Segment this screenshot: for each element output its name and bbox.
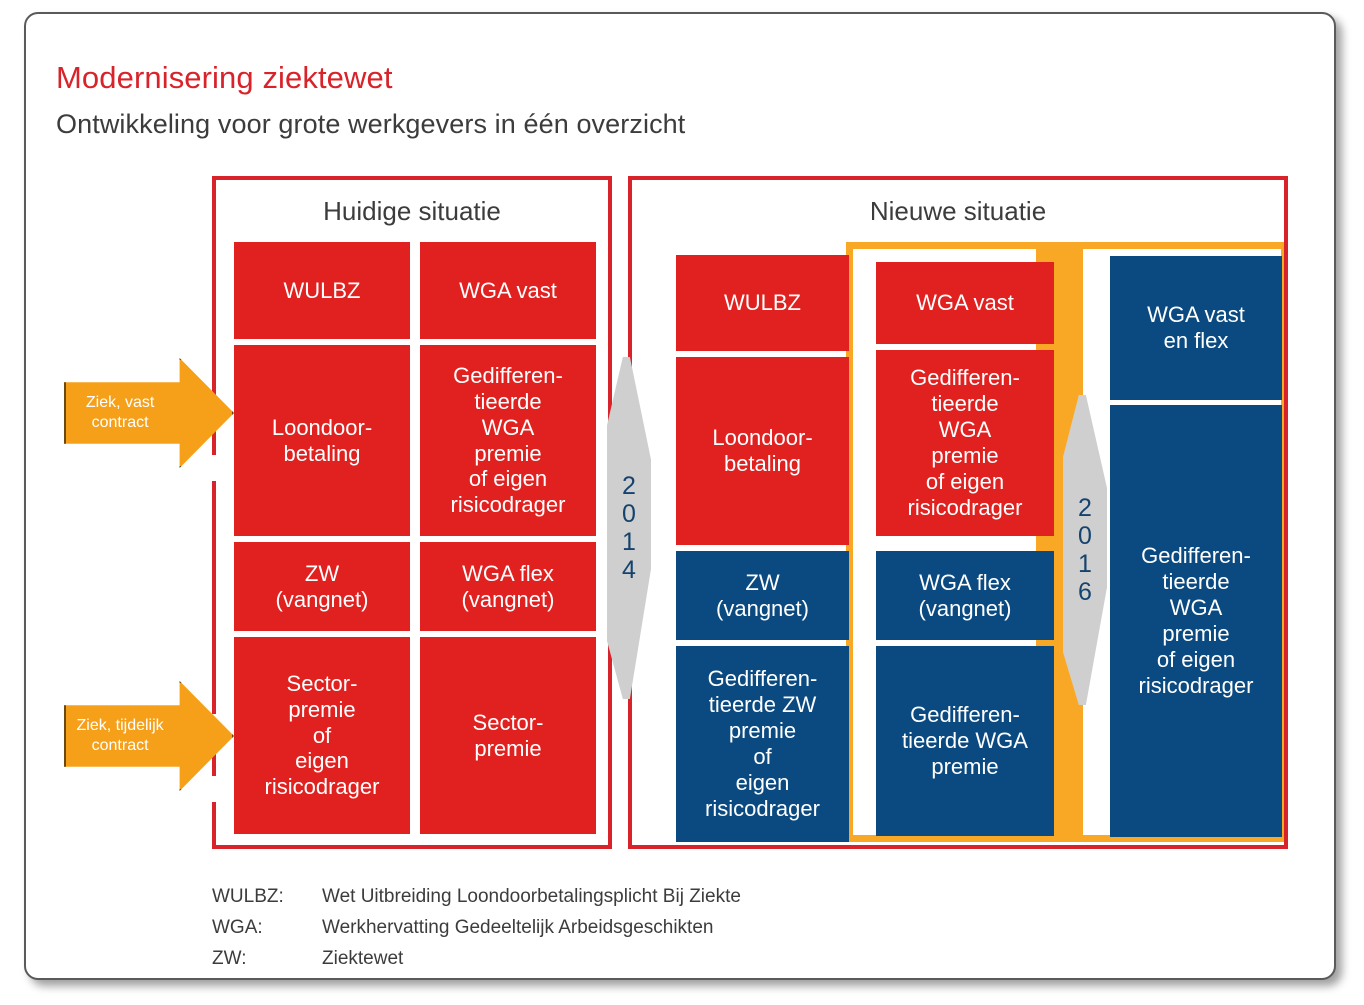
bracket-gap <box>208 776 220 802</box>
legend-abbr: WGA: <box>212 917 263 938</box>
legend-row: WULBZ: Wet Uitbreiding Loondoorbetalings… <box>212 886 741 908</box>
input-arrow-vast-contract: Ziek, vast contract <box>64 358 234 468</box>
legend-abbr: ZW: <box>212 948 247 969</box>
legend-row: WGA: Werkhervatting Gedeeltelijk Arbeids… <box>212 917 741 939</box>
block-current-left-3: Sector- premie of eigen risicodrager <box>234 637 410 834</box>
legend-full: Werkhervatting Gedeeltelijk Arbeidsgesch… <box>322 917 714 938</box>
panel-heading-current: Huidige situatie <box>323 196 501 226</box>
block-new-middle-1: Gedifferen- tieerde WGA premie of eigen … <box>876 350 1054 536</box>
year-digit: 2 <box>622 472 636 500</box>
block-current-right-0: WGA vast <box>420 242 596 339</box>
abbreviation-legend: WULBZ: Wet Uitbreiding Loondoorbetalings… <box>212 886 741 978</box>
block-new-middle-0: WGA vast <box>876 262 1054 344</box>
input-arrow-vast-contract-label: Ziek, vast contract <box>85 394 155 431</box>
panel-heading-new: Nieuwe situatie <box>869 196 1047 226</box>
block-current-right-1: Gedifferen- tieerde WGA premie of eigen … <box>420 345 596 536</box>
year-digit: 6 <box>1078 578 1092 606</box>
bracket-gap <box>208 455 220 481</box>
legend-abbr: WULBZ: <box>212 886 284 907</box>
block-new-middle-2: WGA flex (vangnet) <box>876 551 1054 640</box>
block-new-middle-3: Gedifferen- tieerde WGA premie <box>876 646 1054 836</box>
input-arrow-tijdelijk-contract: Ziek, tijdelijk contract <box>64 681 234 791</box>
block-current-right-2: WGA flex (vangnet) <box>420 542 596 631</box>
year-digit: 4 <box>622 556 636 584</box>
legend-full: Ziektewet <box>322 948 404 969</box>
page-subtitle: Ontwikkeling voor grote werkgevers in éé… <box>56 109 686 139</box>
page-title: Modernisering ziektewet <box>56 60 393 95</box>
year-digit: 1 <box>1078 550 1092 578</box>
block-new-left-3: Gedifferen- tieerde ZW premie of eigen r… <box>676 646 849 842</box>
block-new-right-1: Gedifferen- tieerde WGA premie of eigen … <box>1110 405 1282 837</box>
block-new-left-0: WULBZ <box>676 255 849 351</box>
year-digit: 1 <box>622 528 636 556</box>
block-new-right-0: WGA vast en flex <box>1110 256 1282 400</box>
time-arrow-2016: 2 0 1 6 <box>1063 395 1107 705</box>
year-digit: 0 <box>622 500 636 528</box>
block-current-right-3: Sector- premie <box>420 637 596 834</box>
year-digit: 0 <box>1078 522 1092 550</box>
block-new-left-2: ZW (vangnet) <box>676 551 849 640</box>
block-current-left-0: WULBZ <box>234 242 410 339</box>
legend-full: Wet Uitbreiding Loondoorbetalingsplicht … <box>322 886 741 907</box>
input-arrow-tijdelijk-contract-label: Ziek, tijdelijk contract <box>76 717 164 754</box>
block-current-left-2: ZW (vangnet) <box>234 542 410 631</box>
block-current-left-1: Loondoor- betaling <box>234 345 410 536</box>
year-digit: 2 <box>1078 494 1092 522</box>
block-new-left-1: Loondoor- betaling <box>676 357 849 545</box>
time-arrow-2016-digits: 2 0 1 6 <box>1063 395 1107 705</box>
time-arrow-2014-digits: 2 0 1 4 <box>607 357 651 699</box>
infographic-card: Modernisering ziektewet Ontwikkeling voo… <box>24 12 1336 980</box>
time-arrow-2014: 2 0 1 4 <box>607 357 651 699</box>
legend-row: ZW: Ziektewet <box>212 948 741 970</box>
